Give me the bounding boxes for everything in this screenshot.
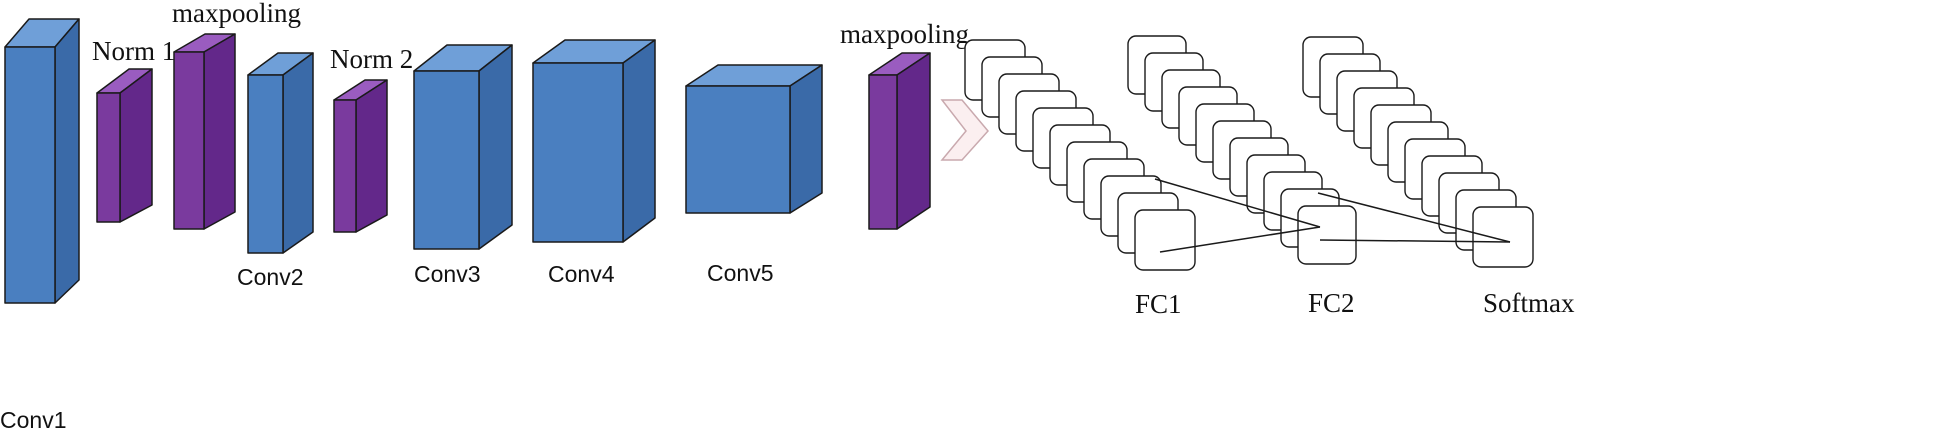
conv4-front (532, 62, 624, 243)
softmax-label: Softmax (1483, 288, 1575, 318)
conv5-label: Conv5 (707, 260, 773, 286)
fc1-label: FC1 (1135, 289, 1182, 319)
conv3-label: Conv3 (414, 261, 480, 287)
maxpool1-label: maxpooling (172, 0, 301, 28)
norm2-front (333, 99, 357, 233)
layer-norm2: Norm 2 (330, 44, 413, 233)
fc-stacks (964, 35, 1534, 271)
layer-conv5: Conv5 (685, 64, 823, 286)
fc2-label: FC2 (1308, 288, 1355, 318)
connection-lines (1154, 178, 1511, 253)
norm2-label: Norm 2 (330, 44, 413, 74)
conv4-label: Conv4 (548, 261, 615, 287)
connection-line (1154, 178, 1321, 228)
fc1-neuron (1134, 209, 1196, 271)
norm1-front (96, 92, 121, 223)
conv5-front (685, 85, 791, 214)
layer-conv4: Conv4 (532, 39, 656, 287)
layer-conv3: Conv3 (413, 44, 513, 287)
maxpool2-label: maxpooling (840, 19, 969, 49)
conv1-side (54, 18, 80, 304)
softmax-stack (1302, 36, 1534, 268)
connection-line (1317, 192, 1511, 243)
maxpool1-front (173, 51, 205, 230)
norm1-side (119, 68, 153, 223)
conv3-front (413, 70, 480, 250)
flatten-arrow-icon (940, 99, 989, 161)
norm2-side (355, 79, 388, 233)
conv2-side (282, 52, 314, 254)
maxpool2-side (896, 52, 931, 230)
norm1-label: Norm 1 (92, 36, 175, 66)
conv2-label: Conv2 (237, 264, 303, 290)
fc1-stack (964, 39, 1196, 271)
conv1-label: Conv1 (0, 407, 66, 433)
conv5-side (789, 64, 823, 214)
layer-maxpool2: maxpooling (840, 19, 969, 230)
layer-maxpool1: maxpooling (172, 0, 301, 230)
layer-conv2: Conv2 (237, 52, 314, 290)
connection-line (1319, 239, 1511, 243)
maxpool1-side (203, 33, 236, 230)
conv2-front (247, 74, 284, 254)
connection-line (1159, 226, 1321, 253)
maxpool2-front (868, 74, 898, 230)
layer-conv1: Conv1 (0, 18, 80, 433)
fc2-neuron (1297, 205, 1357, 265)
softmax-neuron (1472, 206, 1534, 268)
conv3-side (478, 44, 513, 250)
conv1-front (4, 46, 56, 304)
layer-norm1: Norm 1 (92, 36, 175, 223)
conv4-side (622, 39, 656, 243)
